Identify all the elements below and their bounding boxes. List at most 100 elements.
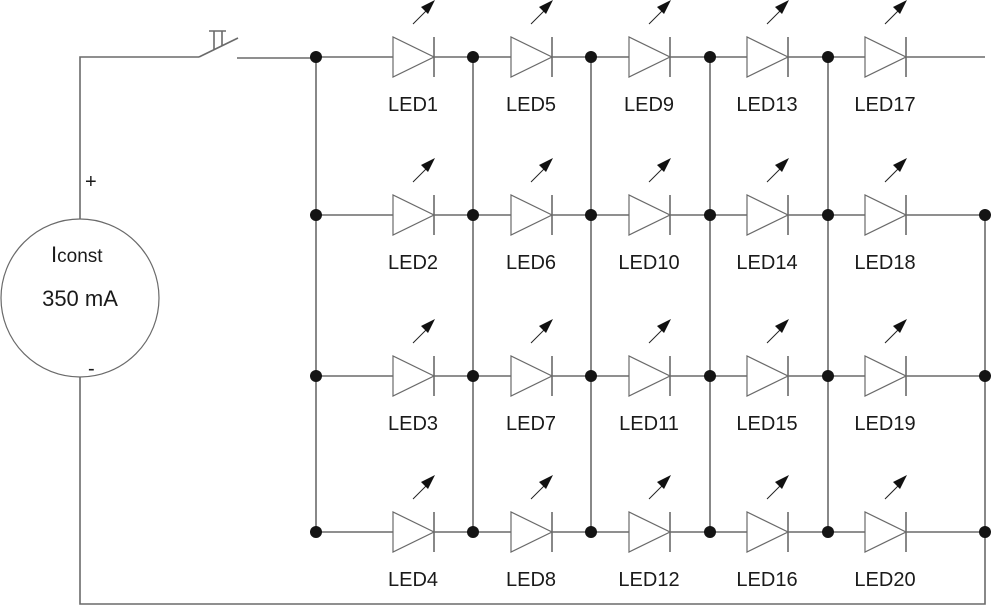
light-arrow-shaft [884,9,900,25]
diode-triangle [628,355,672,397]
junction-dot [822,51,834,63]
junction-dot [979,370,991,382]
led-label: LED16 [736,569,797,591]
negative-terminal-label: - [88,358,95,380]
junction-dot [467,526,479,538]
led-led9: LED9 [591,0,710,116]
light-arrow-shaft [766,484,782,500]
junction-dot [704,370,716,382]
light-arrow-icon [657,319,671,333]
return-wire [79,377,986,605]
light-arrow-icon [775,158,789,172]
light-arrow-shaft [884,484,900,500]
diode-triangle [746,511,790,553]
diode-triangle [392,194,436,236]
led-label: LED6 [506,252,556,274]
light-arrow-icon [421,475,435,489]
junction-dot [585,526,597,538]
push-button-switch[interactable] [198,30,239,58]
led-label: LED12 [618,569,679,591]
constant-current-source: Iconst 350 mA [0,218,160,378]
light-arrow-icon [893,475,907,489]
led-led3: LED3 [316,319,473,435]
led-led7: LED7 [473,319,591,435]
junction-dot [822,370,834,382]
diode-triangle [392,36,436,78]
led-label: LED2 [388,252,438,274]
led-label: LED17 [854,94,915,116]
led-led12: LED12 [591,475,710,591]
junction-dot [310,370,322,382]
light-arrow-shaft [648,484,664,500]
light-arrow-icon [539,319,553,333]
junction-dot [979,209,991,221]
led-led10: LED10 [591,158,710,274]
diode-triangle [510,36,554,78]
light-arrow-shaft [884,167,900,183]
light-arrow-icon [775,0,789,14]
light-arrow-shaft [766,167,782,183]
led-led19: LED19 [828,319,985,435]
junction-dot [467,51,479,63]
led-label: LED3 [388,413,438,435]
led-led16: LED16 [710,475,828,591]
led-label: LED15 [736,413,797,435]
junction-dot [585,51,597,63]
junction-dot [979,526,991,538]
light-arrow-shaft [530,9,546,25]
light-arrow-shaft [530,328,546,344]
light-arrow-shaft [648,328,664,344]
positive-terminal-label: + [85,171,97,193]
junction-dot [704,209,716,221]
light-arrow-icon [539,0,553,14]
junction-dot [822,209,834,221]
led-label: LED4 [388,569,438,591]
diode-triangle [864,511,908,553]
led-label: LED20 [854,569,915,591]
junction-dot [467,370,479,382]
led-label: LED1 [388,94,438,116]
led-led14: LED14 [710,158,828,274]
light-arrow-icon [539,158,553,172]
led-led17: LED17 [828,0,985,116]
diode-triangle [628,511,672,553]
diode-triangle [628,194,672,236]
light-arrow-icon [421,0,435,14]
led-label: LED13 [736,94,797,116]
diode-triangle [864,355,908,397]
light-arrow-icon [893,158,907,172]
junction-dot [704,51,716,63]
led-led13: LED13 [710,0,828,116]
led-label: LED14 [736,252,797,274]
led-label: LED8 [506,569,556,591]
junction-dot [310,51,322,63]
junction-dot [310,526,322,538]
junction-dot [822,526,834,538]
light-arrow-shaft [412,9,428,25]
led-led5: LED5 [473,0,591,116]
light-arrow-icon [657,475,671,489]
diode-triangle [392,511,436,553]
light-arrow-shaft [530,167,546,183]
led-label: LED10 [618,252,679,274]
led-led11: LED11 [591,319,710,435]
junction-dot [310,209,322,221]
junction-dot [585,370,597,382]
diode-triangle [746,355,790,397]
diode-triangle [746,194,790,236]
light-arrow-shaft [884,328,900,344]
led-label: LED7 [506,413,556,435]
diode-triangle [864,194,908,236]
light-arrow-shaft [648,167,664,183]
diode-triangle [392,355,436,397]
junction-dot [704,526,716,538]
diode-triangle [510,511,554,553]
light-arrow-shaft [648,9,664,25]
light-arrow-icon [421,158,435,172]
diode-triangle [510,355,554,397]
light-arrow-shaft [766,9,782,25]
light-arrow-icon [657,158,671,172]
light-arrow-icon [893,319,907,333]
led-label: LED9 [624,94,674,116]
